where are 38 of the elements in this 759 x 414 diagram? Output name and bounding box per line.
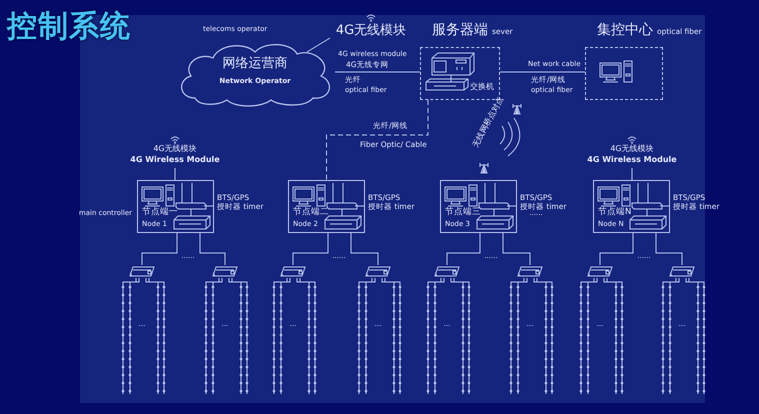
cloud-title: 网络运营商	[222, 57, 288, 72]
node-label: 节点端N	[598, 208, 632, 218]
connector-line	[446, 232, 480, 266]
controller-drawing	[587, 265, 613, 277]
connector-line	[502, 232, 530, 266]
node-box	[288, 180, 365, 233]
controller-drawing	[365, 265, 391, 277]
connector-line	[350, 232, 378, 266]
connector-line	[600, 232, 634, 266]
node-box	[440, 180, 517, 233]
node-box	[137, 180, 214, 233]
controller-drawing	[434, 265, 460, 277]
controller-drawing	[517, 265, 543, 277]
module-label: 4G Wireless Module	[129, 155, 221, 164]
connector-line	[292, 232, 328, 266]
node-box	[593, 180, 670, 233]
connector-line	[326, 100, 428, 180]
heading: 服务器端	[432, 22, 488, 38]
switch-label: 交换机	[470, 82, 494, 92]
connector-line	[174, 168, 176, 180]
module-label: 4G无线模块	[609, 144, 655, 154]
connector-line	[200, 232, 226, 266]
controller-drawing	[212, 265, 238, 277]
controller-drawing	[280, 265, 306, 277]
module-label: 4G无线模块	[334, 24, 408, 39]
rotated-label: 无线网桥点对点	[470, 95, 506, 149]
heading: 集控中心	[597, 22, 653, 38]
controller-drawing	[129, 265, 155, 277]
controller-drawing	[669, 265, 695, 277]
module-label: 4G Wireless Module	[586, 155, 678, 164]
title: 控制系统	[7, 10, 131, 44]
connector-line	[306, 38, 330, 52]
connector-line	[656, 232, 682, 266]
node-label: 节点端三	[445, 208, 481, 218]
connector-line	[142, 232, 178, 266]
module-label: 4G无线模块	[152, 144, 198, 154]
node-label: 节点端二	[293, 208, 329, 218]
node-label: 节点端一	[142, 208, 178, 218]
